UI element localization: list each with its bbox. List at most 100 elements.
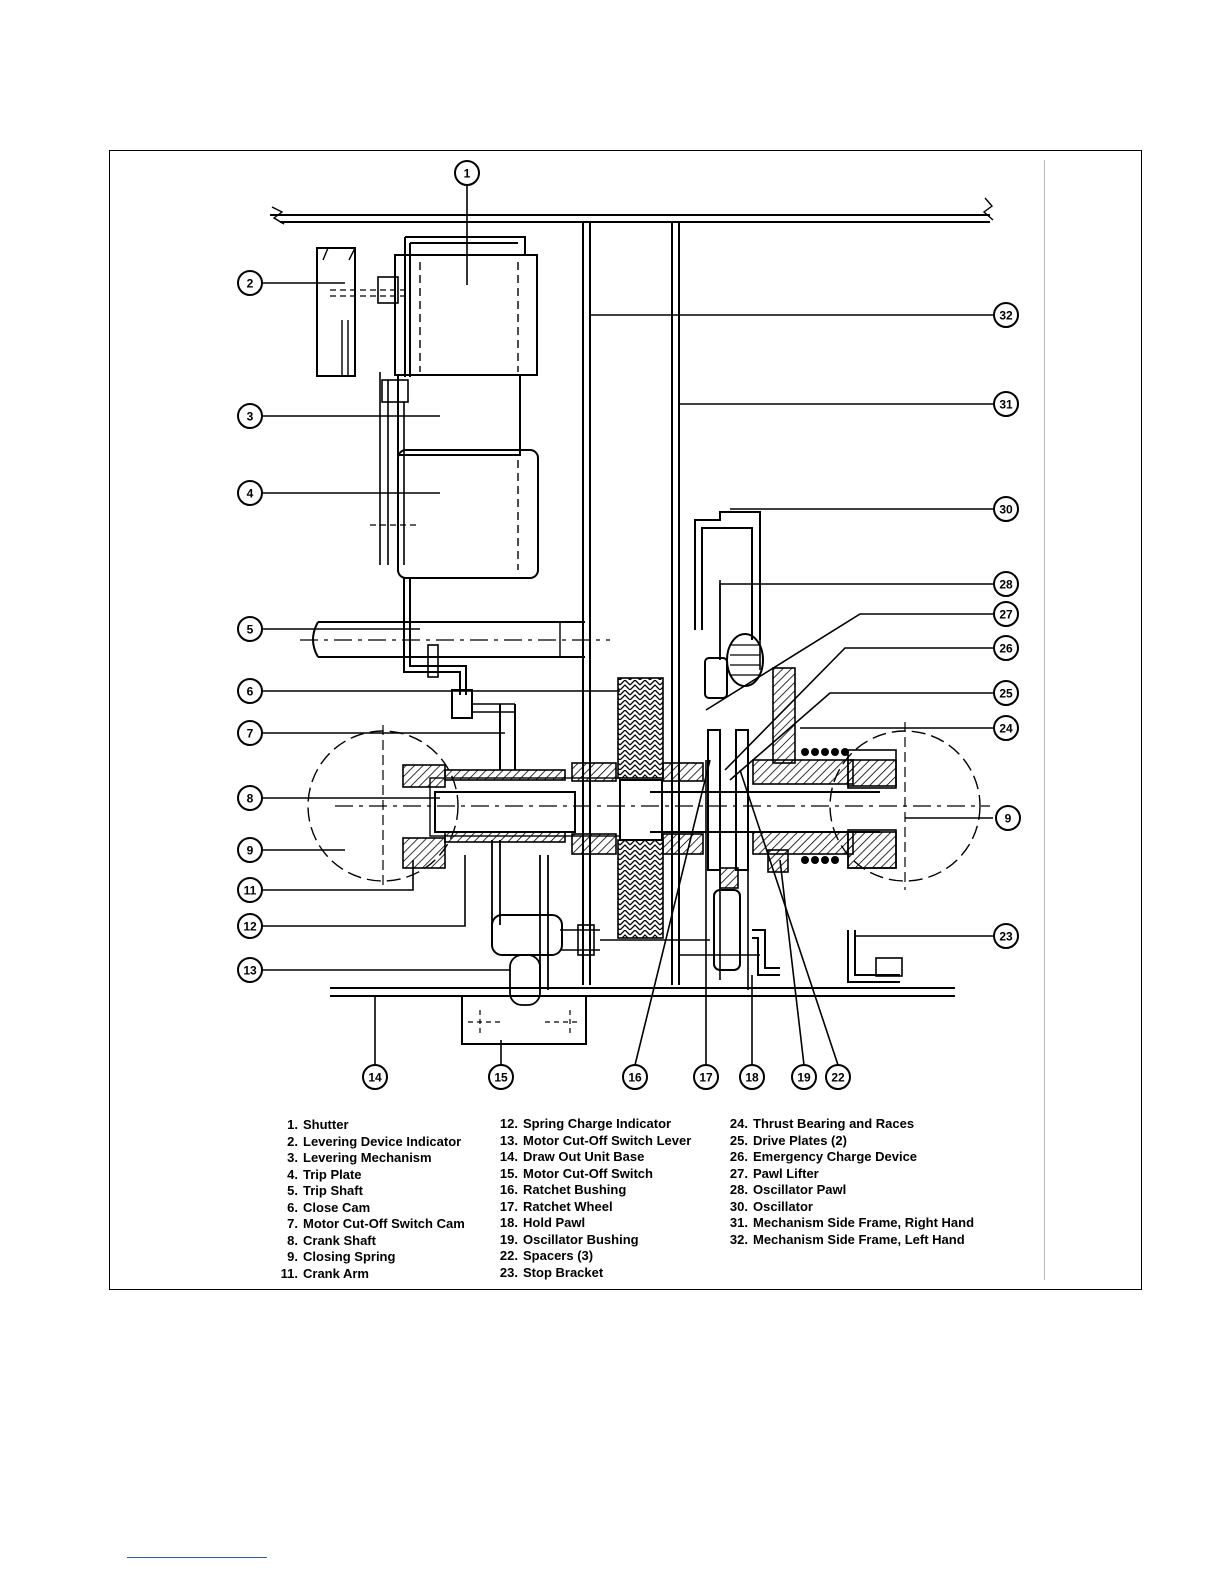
- legend-item-text: Pawl Lifter: [753, 1165, 819, 1181]
- legend-item: 2.Levering Device Indicator: [272, 1134, 465, 1151]
- callout-15: 15: [488, 1064, 514, 1090]
- callout-label: 1: [464, 167, 471, 181]
- legend-item: 31.Mechanism Side Frame, Right Hand: [722, 1215, 974, 1232]
- callout-label: 12: [243, 920, 257, 934]
- legend-item: 6. Close Cam: [272, 1200, 465, 1217]
- callout-27: 27: [993, 601, 1019, 627]
- callout-label: 3: [247, 410, 254, 424]
- callout-label: 23: [999, 930, 1013, 944]
- legend-item: 14.Draw Out Unit Base: [492, 1149, 691, 1166]
- legend-item-text: Motor Cut-Off Switch Lever: [523, 1132, 692, 1148]
- legend-item-number: 15.: [499, 1165, 518, 1181]
- callout-3: 3: [237, 403, 263, 429]
- callout-17: 17: [693, 1064, 719, 1090]
- legend-item-number: 30.: [729, 1198, 748, 1214]
- callout-28: 28: [993, 571, 1019, 597]
- legend-item-number: 13.: [499, 1132, 518, 1148]
- legend-item: 15.Motor Cut-Off Switch: [492, 1166, 691, 1183]
- ratchet-bushing-upper: [571, 762, 617, 782]
- legend-item-number: 2.: [287, 1133, 298, 1149]
- legend-item: 5.Trip Shaft: [272, 1183, 465, 1200]
- gear-upper: [617, 677, 664, 779]
- legend-item-number: 8.: [287, 1232, 298, 1248]
- legend-item: 30.Oscillator: [722, 1199, 974, 1216]
- legend-item: 26.Emergency Charge Device: [722, 1149, 974, 1166]
- legend-item-text: Shutter: [303, 1117, 349, 1132]
- callout-label: 5: [247, 623, 254, 637]
- callout-9: 9: [995, 805, 1021, 831]
- callout-label: 7: [247, 727, 254, 741]
- callout-label: 17: [699, 1071, 713, 1085]
- legend-item-number: 24.: [729, 1116, 748, 1131]
- motor-cut-off-switch-lever: [491, 914, 563, 956]
- legend-item-text: Mechanism Side Frame, Left Hand: [753, 1231, 965, 1247]
- callout-16: 16: [622, 1064, 648, 1090]
- leader-lines: [262, 186, 993, 1066]
- gear-lower: [617, 839, 664, 939]
- callout-5: 5: [237, 616, 263, 642]
- legend-item-number: 14.: [499, 1149, 518, 1164]
- callout-18: 18: [739, 1064, 765, 1090]
- callout-32: 32: [993, 302, 1019, 328]
- margin-rule: [1044, 160, 1045, 1280]
- footer-rule: [127, 1557, 267, 1558]
- callout-7: 7: [237, 720, 263, 746]
- legend-item: 27.Pawl Lifter: [722, 1166, 974, 1183]
- legend-item: 9.Closing Spring: [272, 1249, 465, 1266]
- legend-item: 18.Hold Pawl: [492, 1215, 691, 1232]
- draw-out-unit-base: [330, 987, 955, 997]
- legend-item-text: Spring Charge Indicator: [523, 1116, 672, 1131]
- legend-item: 3. Levering Mechanism: [272, 1150, 465, 1167]
- legend-item-number: 6.: [287, 1199, 298, 1215]
- legend-item: 16.Ratchet Bushing: [492, 1182, 691, 1199]
- top-frame-member: [270, 214, 990, 223]
- crank-arm-upper: [402, 764, 446, 788]
- crank-arm-lower: [402, 837, 446, 869]
- legend-item-number: 26.: [729, 1149, 748, 1164]
- legend-item-number: 11.: [280, 1265, 298, 1281]
- legend-item-text: Close Cam: [303, 1199, 371, 1215]
- callout-2: 2: [237, 270, 263, 296]
- callout-4: 4: [237, 480, 263, 506]
- thrust-bearing-and-races: [801, 748, 849, 864]
- legend-item-number: 3.: [287, 1150, 298, 1165]
- ratchet-bushing-lower: [571, 833, 617, 855]
- legend-item: 7.Motor Cut-Off Switch Cam: [272, 1216, 465, 1233]
- callout-label: 11: [244, 884, 257, 898]
- hold-pawl: [713, 889, 741, 971]
- oscillator-pawl: [704, 657, 728, 699]
- callout-14: 14: [362, 1064, 388, 1090]
- callout-label: 9: [1005, 812, 1012, 826]
- emergency-charge-device: [772, 667, 796, 764]
- legend-item-number: 4.: [287, 1166, 298, 1182]
- legend-item: 22.Spacers (3): [492, 1248, 691, 1265]
- callout-22: 22: [825, 1064, 851, 1090]
- callout-11: 11: [237, 877, 263, 903]
- legend-item-text: Levering Mechanism: [303, 1150, 432, 1165]
- legend-item-text: Stop Bracket: [523, 1264, 604, 1280]
- levering-device-indicator: [316, 247, 356, 377]
- legend-column-2: 12. Spring Charge Indicator 13. Motor Cut-O…: [492, 1116, 691, 1281]
- callout-1: 1: [454, 160, 480, 186]
- callout-25: 25: [993, 680, 1019, 706]
- legend-item-number: 25.: [729, 1132, 748, 1148]
- legend-item-text: Oscillator Bushing: [523, 1231, 639, 1247]
- callout-label: 25: [999, 687, 1013, 701]
- legend-item: 19. Oscillator Bushing: [492, 1232, 691, 1249]
- legend-item-number: 19.: [499, 1231, 518, 1247]
- callout-24: 24: [993, 715, 1019, 741]
- trip-plate: [397, 449, 539, 579]
- callout-30: 30: [993, 496, 1019, 522]
- callout-label: 14: [368, 1071, 382, 1085]
- motor-cut-off-switch-cam: [499, 704, 516, 770]
- legend-item-number: 12.: [499, 1116, 518, 1131]
- legend-item-number: 5.: [287, 1183, 298, 1198]
- legend-item-text: Spacers (3): [523, 1248, 594, 1263]
- callout-19: 19: [791, 1064, 817, 1090]
- callout-label: 30: [999, 503, 1013, 517]
- legend-item: 8.Crank Shaft: [272, 1233, 465, 1250]
- legend-item-text: Hold Pawl: [523, 1215, 586, 1230]
